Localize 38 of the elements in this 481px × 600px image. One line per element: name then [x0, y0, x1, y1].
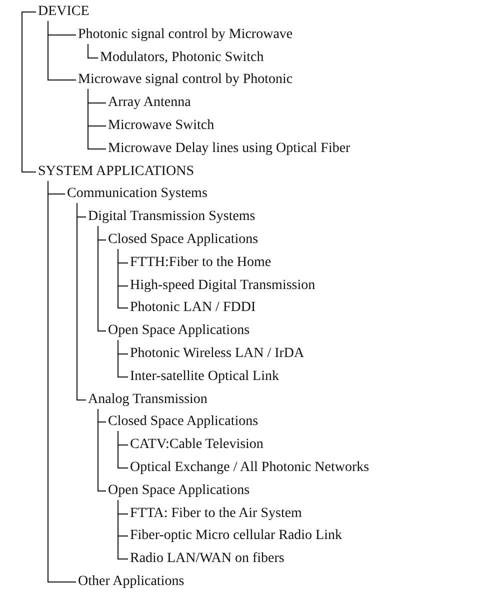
tree-item: Microwave Switch — [108, 117, 214, 135]
tree-item: Photonic Wireless LAN / IrDA — [130, 345, 304, 363]
tree-item: Microwave signal control by Photonic — [78, 71, 293, 90]
tree-item: FTTA: Fiber to the Air System — [130, 504, 302, 523]
tree-item: SYSTEM APPLICATIONS — [38, 162, 194, 181]
tree-item: Optical Exchange / All Photonic Networks — [130, 459, 370, 477]
connector-line — [48, 180, 76, 582]
connector-line — [22, 12, 36, 172]
connector-line — [48, 20, 76, 80]
tree-item: FTTH:Fiber to the Home — [130, 254, 272, 272]
tree-item: Analog Transmission — [88, 390, 208, 409]
tree-item: Other Applications — [78, 573, 184, 591]
connector-line — [118, 500, 128, 560]
connector-line — [118, 430, 128, 468]
connector-line — [118, 340, 128, 378]
tree-item: Communication Systems — [67, 185, 208, 204]
tree-item: Open Space Applications — [108, 322, 250, 340]
tree-item: Open Space Applications — [108, 482, 250, 500]
tree-item: Closed Space Applications — [108, 231, 258, 249]
connector-line — [76, 202, 86, 400]
connector-line — [118, 248, 128, 308]
tree-item: Array Antenna — [108, 94, 191, 112]
connector-line — [98, 408, 106, 492]
tree-item: Microwave Delay lines using Optical Fiber — [108, 140, 350, 158]
tree-item: CATV:Cable Television — [130, 436, 264, 454]
connector-line — [88, 88, 106, 150]
tree-item: Closed Space Applications — [108, 413, 258, 432]
tree-item: Photonic signal control by Microwave — [78, 26, 293, 44]
tree-item: Photonic LAN / FDDI — [130, 299, 256, 318]
tree-item: Radio LAN/WAN on fibers — [130, 550, 284, 568]
connector-line — [88, 44, 98, 58]
connector-line — [98, 226, 106, 332]
tree-item: Inter-satellite Optical Link — [130, 368, 279, 386]
tree-item: Fiber-optic Micro cellular Radio Link — [130, 527, 342, 546]
tree-item: Modulators, Photonic Switch — [100, 48, 264, 67]
tree-item: High-speed Digital Transmission — [130, 276, 316, 295]
tree-item: Digital Transmission Systems — [88, 208, 256, 226]
tree-item: DEVICE — [38, 3, 90, 21]
